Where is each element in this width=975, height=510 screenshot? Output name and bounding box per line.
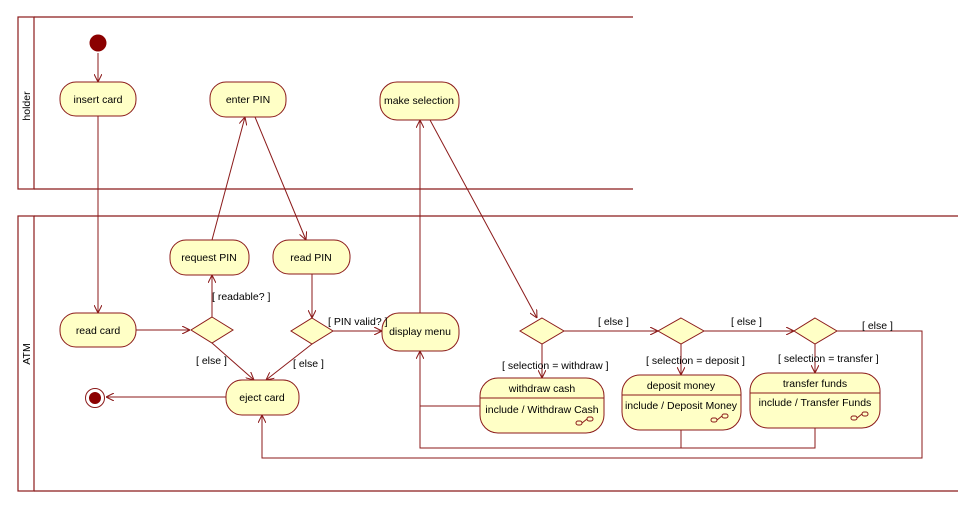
guard-else-card: [ else ] [196,355,227,367]
guard-selection-deposit: [ selection = deposit ] [646,355,745,367]
guard-else-pin: [ else ] [293,358,324,370]
edge-request-pin-to-enter-pin [211,117,245,241]
guard-selection-withdraw: [ selection = withdraw ] [502,360,609,372]
action-eject-card-label: eject card [239,392,285,404]
guard-selection-transfer: [ selection = transfer ] [778,353,879,365]
action-display-menu-label: display menu [389,326,451,338]
guard-else-1: [ else ] [598,316,629,328]
activity-deposit-money: deposit money include / Deposit Money [621,374,742,431]
action-read-pin: read PIN [272,239,351,275]
activity-withdraw-cash: withdraw cash include / Withdraw Cash [479,377,605,434]
activity-deposit-money-include: include / Deposit Money [625,400,738,412]
decision-selection-transfer [793,317,838,345]
guard-pin-valid: [ PIN valid? ] [328,316,388,328]
guard-else-3: [ else ] [862,320,893,332]
decision-selection-deposit [656,317,706,345]
swimlane-atm-label: ATM [21,343,33,364]
guard-readable: [ readable? ] [212,291,270,303]
activity-withdraw-cash-include: include / Withdraw Cash [485,404,598,416]
edge-withdraw-to-display-menu [420,351,480,407]
action-request-pin-label: request PIN [181,252,236,264]
action-eject-card: eject card [225,379,300,416]
action-read-card: read card [59,312,137,348]
transitions [98,53,923,459]
action-insert-card: insert card [59,81,137,117]
action-enter-pin-label: enter PIN [226,94,270,106]
edge-pin-decision-else-to-eject [266,343,313,380]
action-request-pin: request PIN [169,239,250,276]
action-make-selection-label: make selection [384,95,454,107]
swimlane-holder: holder [17,16,633,190]
action-make-selection: make selection [379,81,460,121]
activity-transfer-funds: transfer funds include / Transfer Funds [749,372,881,429]
decision-selection-withdraw [519,317,565,345]
edge-transfer-to-display-menu [681,428,816,449]
action-insert-card-label: insert card [73,94,122,106]
decision-pin-valid [290,317,334,345]
edge-deposit-to-display-menu [419,406,682,449]
swimlane-atm: ATM [17,215,958,492]
action-read-card-label: read card [76,325,121,337]
activity-transfer-funds-include: include / Transfer Funds [759,397,872,409]
activity-transfer-funds-title: transfer funds [783,378,847,390]
edge-make-selection-to-decision [429,119,537,318]
decision-card-readable [190,316,234,344]
activity-deposit-money-title: deposit money [647,380,716,392]
action-display-menu: display menu [381,312,460,352]
subactivity-icon [575,416,594,426]
edge-enter-pin-to-read-pin [254,116,306,240]
action-enter-pin: enter PIN [209,81,287,118]
swimlane-holder-label: holder [21,91,33,121]
activity-withdraw-cash-title: withdraw cash [508,383,576,395]
edge-card-decision-else-to-eject [211,342,254,380]
subactivity-icon [850,411,869,421]
subactivity-icon [710,413,729,423]
edge-decision3-else-to-eject [262,330,923,459]
final-node [85,388,105,408]
initial-node [89,34,107,52]
action-read-pin-label: read PIN [290,252,331,264]
guard-else-2: [ else ] [731,316,762,328]
